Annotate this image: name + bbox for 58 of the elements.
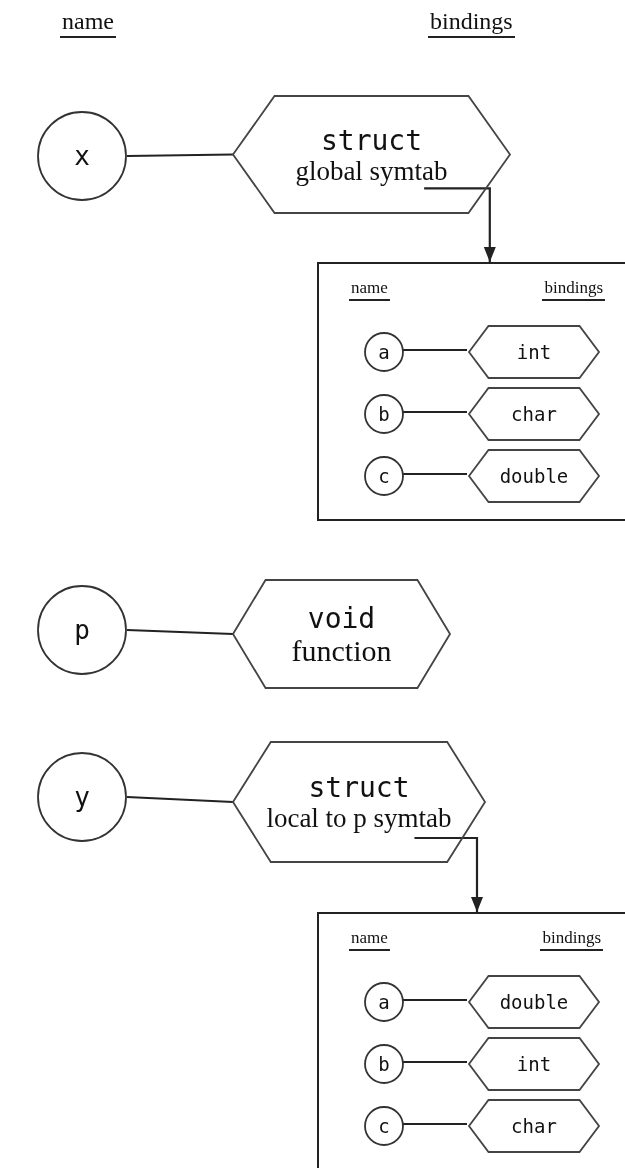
connector-line (402, 1060, 467, 1064)
name-circle (364, 1106, 404, 1146)
type-label: char (511, 1115, 557, 1137)
type-label: struct (308, 771, 410, 805)
type-label: struct (320, 123, 423, 157)
type-label: void (307, 601, 376, 635)
description-text: global symtab (295, 156, 448, 186)
connector-line (402, 998, 467, 1002)
column-heading: name (349, 278, 390, 301)
symbol-table-box (317, 262, 625, 521)
name-circle (364, 332, 404, 372)
binding-hexagon (233, 742, 485, 862)
connector-line (402, 1122, 467, 1126)
column-heading: name (60, 8, 116, 38)
symbol-table-box (317, 912, 625, 1168)
column-heading: bindings (540, 928, 603, 951)
binding-hexagon (469, 976, 599, 1028)
connector-line (126, 628, 234, 636)
variable-name: c (378, 1115, 390, 1137)
type-label: double (499, 465, 569, 487)
column-heading: name (349, 928, 390, 951)
type-label: double (499, 991, 569, 1013)
column-heading: bindings (428, 8, 515, 38)
name-circle (37, 752, 127, 842)
binding-hexagon (469, 450, 599, 502)
name-circle (364, 394, 404, 434)
variable-name: p (74, 615, 90, 645)
binding-hexagon (469, 388, 599, 440)
description-text: function (291, 634, 392, 667)
name-circle (364, 1044, 404, 1084)
connector-line (402, 348, 467, 352)
variable-name: b (378, 403, 390, 425)
column-heading: bindings (542, 278, 605, 301)
connector-line (402, 472, 467, 476)
arrow (414, 836, 484, 912)
connector-line (127, 153, 233, 158)
arrow (424, 187, 496, 262)
name-circle (37, 111, 127, 201)
binding-hexagon (469, 326, 599, 378)
name-circle (37, 585, 127, 675)
type-label: int (516, 1053, 552, 1075)
variable-name: a (378, 341, 390, 363)
connector-line (402, 410, 467, 414)
type-label: char (511, 403, 557, 425)
type-label: int (516, 341, 552, 363)
description-text: local to p symtab (266, 804, 452, 833)
connector-line (126, 795, 234, 804)
variable-name: y (74, 782, 90, 812)
name-circle (364, 456, 404, 496)
binding-hexagon (233, 96, 510, 213)
variable-name: b (378, 1053, 390, 1075)
binding-hexagon (469, 1100, 599, 1152)
variable-name: a (378, 991, 390, 1013)
variable-name: c (378, 465, 390, 487)
binding-hexagon (469, 1038, 599, 1090)
binding-hexagon (233, 580, 450, 688)
variable-name: x (74, 141, 90, 171)
name-circle (364, 982, 404, 1022)
